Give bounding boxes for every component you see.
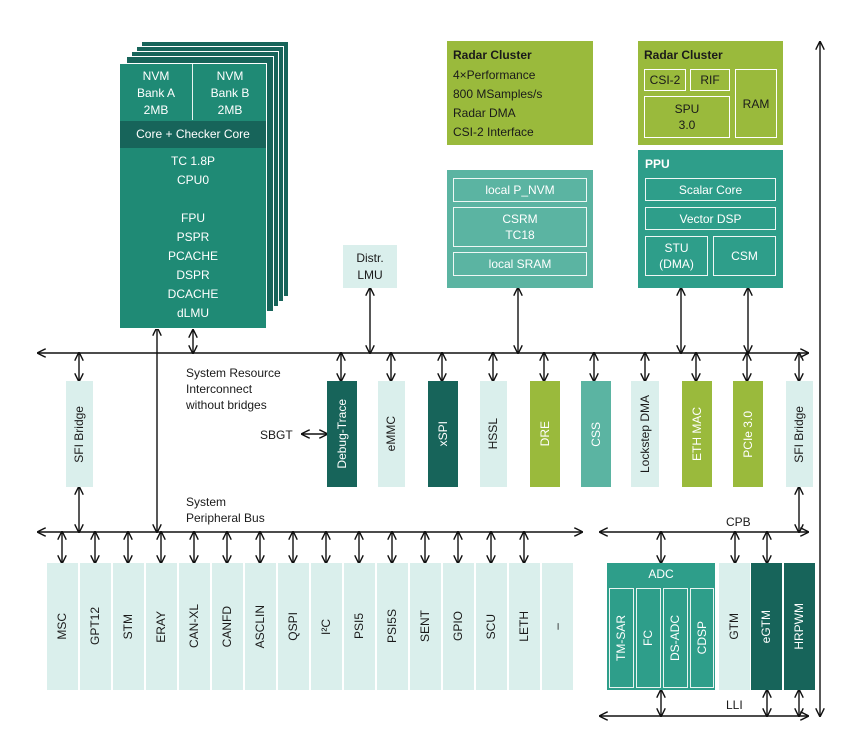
peripheral-scu: SCU [476, 563, 507, 690]
peripheral-msc: MSC [47, 563, 78, 690]
local-sram: local SRAM [453, 252, 587, 276]
stu-dma: STU(DMA) [645, 236, 708, 276]
ppu-block: PPU Scalar Core Vector DSP STU(DMA) CSM [638, 150, 783, 288]
radar-cluster-2-title: Radar Cluster [644, 48, 723, 62]
peripheral-eray: ERAY [146, 563, 177, 690]
peripheral-i2c: I²C [311, 563, 342, 690]
adc-cdsp: CDSP [690, 588, 714, 688]
lli-label: LLI [726, 698, 743, 712]
peripheral-gpt12: GPT12 [80, 563, 111, 690]
sri-module-xspi: xSPI [428, 381, 458, 487]
cpb-label: CPB [726, 515, 751, 529]
peripheral-canfd: CANFD [212, 563, 243, 690]
egtm-block: eGTM [751, 563, 782, 690]
peripheral-psi5s: PSI5S [377, 563, 408, 690]
sfi-bridge-right: SFI Bridge [786, 381, 813, 487]
peripheral-asclin: ASCLIN [245, 563, 276, 690]
peripheral-gpio: GPIO [443, 563, 474, 690]
radar-cluster-1-title: Radar Cluster [453, 48, 532, 62]
peripheral-stm: STM [113, 563, 144, 690]
sri-module-eth-mac: ETH MAC [682, 381, 712, 487]
adc-block: ADC TM-SAR FC DS-ADC CDSP [607, 563, 715, 690]
sbgt-label: SBGT [260, 428, 293, 442]
sri-module-dre: DRE [530, 381, 560, 487]
scalar-core: Scalar Core [645, 178, 776, 201]
peripheral-psi5: PSI5 [344, 563, 375, 690]
peripheral-qspi: QSPI [278, 563, 309, 690]
peripheral-leth: LETH [509, 563, 540, 690]
peripheral-reserved: – [542, 563, 573, 690]
vector-dsp: Vector DSP [645, 207, 776, 230]
ppu-title: PPU [645, 157, 670, 171]
adc-tm-sar: TM-SAR [609, 588, 634, 688]
peripheral-can-xl: CAN-XL [179, 563, 210, 690]
sfi-bridge-left: SFI Bridge [66, 381, 93, 487]
cpu-core-list: TC 1.8P CPU0 FPU PSPR PCACHE DSPR DCACHE… [167, 154, 219, 320]
adc-ds-adc: DS-ADC [663, 588, 688, 688]
radar-cluster-1: Radar Cluster 4×Performance 800 MSamples… [447, 41, 593, 145]
sri-module-hssl: HSSL [480, 381, 507, 487]
sri-module-emmc: eMMC [378, 381, 405, 487]
rif-block: RIF [690, 69, 730, 91]
sri-module-pcie: PCIe 3.0 [733, 381, 763, 487]
local-p-nvm: local P_NVM [453, 178, 587, 202]
csi2-block: CSI-2 [644, 69, 686, 91]
adc-fc: FC [636, 588, 661, 688]
checker-core: Core + Checker Core [120, 121, 266, 148]
sri-module-css: CSS [581, 381, 611, 487]
csm-block: CSM [713, 236, 776, 276]
sri-module-debug-trace: Debug-Trace [327, 381, 357, 487]
gtm-block: GTM [719, 563, 750, 690]
ram-block: RAM [735, 69, 777, 138]
sri-module-lockstep-dma: Lockstep DMA [631, 381, 659, 487]
peripheral-sent: SENT [410, 563, 441, 690]
adc-title: ADC [648, 567, 674, 581]
distr-lmu: Distr.LMU [343, 245, 397, 288]
hrpwm-block: HRPWM [784, 563, 815, 690]
